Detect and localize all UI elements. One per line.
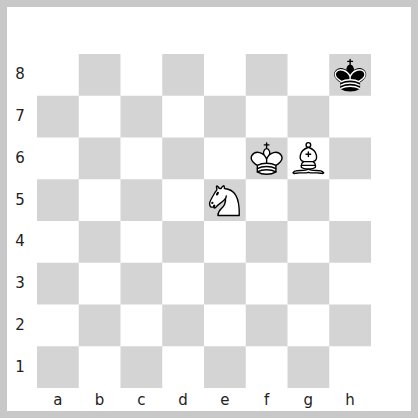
file-letter: g bbox=[304, 393, 314, 408]
white-bishop bbox=[293, 143, 324, 174]
rank-number: 8 bbox=[15, 67, 25, 82]
board-squares bbox=[37, 54, 371, 388]
file-letter: f bbox=[264, 393, 269, 408]
rank-number: 6 bbox=[15, 151, 25, 166]
rank-number: 4 bbox=[15, 234, 25, 249]
file-letter: d bbox=[178, 393, 188, 408]
rank-number: 3 bbox=[15, 276, 25, 291]
rank-number: 1 bbox=[15, 360, 25, 375]
white-king bbox=[251, 143, 282, 174]
black-king bbox=[335, 60, 366, 91]
rank-number: 2 bbox=[15, 318, 25, 333]
file-letter: e bbox=[220, 393, 229, 408]
file-letter: b bbox=[95, 393, 105, 408]
file-letter: c bbox=[137, 393, 145, 408]
file-letter: a bbox=[53, 393, 62, 408]
diagram-ground bbox=[7, 7, 411, 411]
file-letter: h bbox=[345, 393, 355, 408]
white-knight bbox=[210, 186, 240, 216]
rank-number: 5 bbox=[15, 193, 25, 208]
rank-number: 7 bbox=[15, 109, 25, 124]
